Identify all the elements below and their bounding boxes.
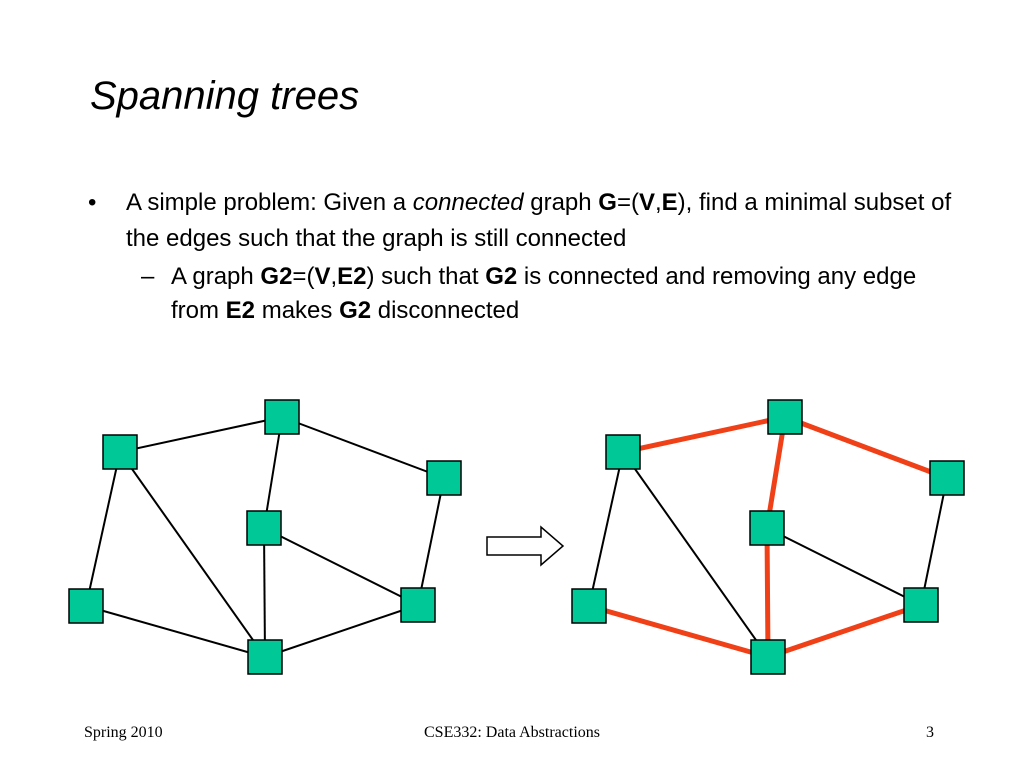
bullet-main: • A simple problem: Given a connected gr…: [88, 185, 968, 257]
footer-date: Spring 2010: [84, 724, 163, 741]
graph-original: [85, 416, 445, 658]
graph-edge: [588, 451, 624, 607]
tree-edge: [620, 414, 788, 455]
graph-edge: [920, 477, 948, 606]
graph-node: [571, 588, 607, 624]
footer-page-number: 3: [926, 724, 934, 741]
bullet-sub-text: A graph G2=(V,E2) such that G2 is connec…: [171, 263, 917, 324]
graph-edge: [264, 604, 419, 658]
tree-edge: [764, 414, 788, 531]
graph-edge: [85, 605, 266, 658]
graph-node: [929, 460, 965, 496]
bullet-main-text: A simple problem: Given a connected grap…: [126, 189, 952, 252]
graph-node: [426, 460, 462, 496]
graph-node: [749, 510, 785, 546]
graph-spanning: [588, 451, 948, 658]
graph-edge: [85, 451, 121, 607]
graph-edge: [766, 527, 922, 606]
graph-node: [903, 587, 939, 623]
graph-node: [246, 510, 282, 546]
right-arrow-icon: [486, 525, 565, 567]
bullet-sub: – A graph G2=(V,E2) such that G2 is conn…: [141, 260, 961, 328]
graph-spanning-nodes: [571, 399, 965, 675]
graph-edge: [263, 416, 283, 529]
graph-edge: [263, 527, 419, 606]
graph-edge: [622, 451, 769, 658]
footer-course: CSE332: Data Abstractions: [424, 724, 600, 741]
graph-node: [767, 399, 803, 435]
graph-edge: [417, 477, 445, 606]
bullet-marker: •: [88, 189, 97, 216]
graph-edge: [119, 451, 266, 658]
graph-node: [264, 399, 300, 435]
slide-title: Spanning trees: [90, 74, 360, 118]
graph-original-nodes: [68, 399, 462, 675]
graph-node: [750, 639, 786, 675]
graph-node: [247, 639, 283, 675]
tree-edge: [764, 525, 771, 660]
graph-node: [605, 434, 641, 470]
graph-edge: [119, 416, 283, 453]
tree-edge: [765, 602, 924, 660]
spanning-tree-edges: [586, 414, 950, 660]
graph-node: [68, 588, 104, 624]
sub-bullet-marker: –: [141, 263, 155, 290]
graph-node: [102, 434, 138, 470]
tree-edge: [782, 414, 950, 481]
graph-node: [400, 587, 436, 623]
graph-edge: [281, 416, 445, 479]
tree-edge: [586, 603, 771, 660]
graph-edge: [263, 527, 266, 658]
